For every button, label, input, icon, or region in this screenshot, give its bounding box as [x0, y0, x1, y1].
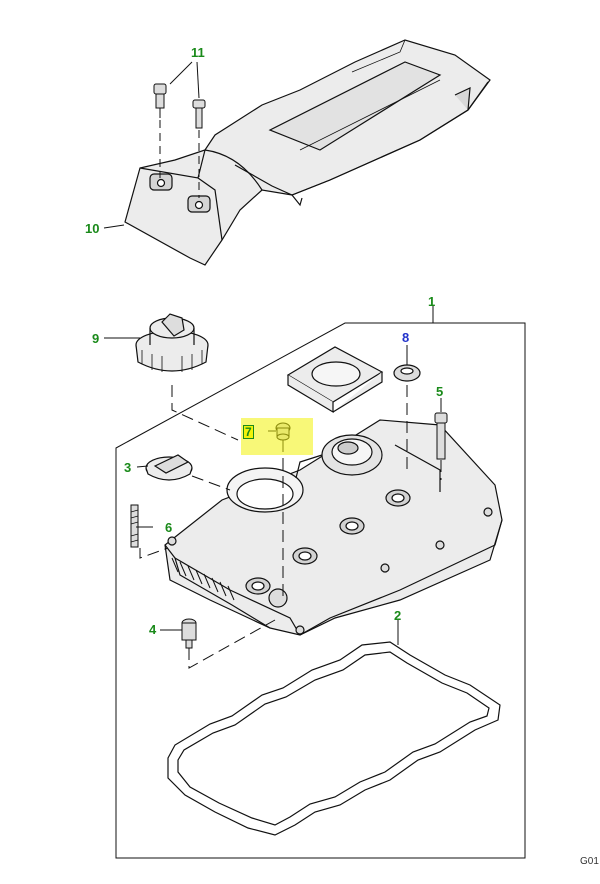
cover-bolt — [434, 412, 448, 460]
cover-gasket — [167, 641, 501, 836]
leader-lines-top — [103, 61, 200, 229]
callout-10[interactable]: 10 — [85, 221, 100, 236]
breather-pad — [286, 346, 384, 414]
oil-filter-cap — [135, 313, 209, 372]
callout-3[interactable]: 3 — [124, 460, 132, 475]
assembly-boundary — [115, 306, 526, 859]
assembly-centerlines — [139, 385, 442, 669]
callout-6[interactable]: 6 — [165, 520, 173, 535]
double-ended-stud — [130, 504, 139, 548]
callout-4[interactable]: 4 — [149, 622, 157, 637]
callout-7[interactable]: 7 — [243, 425, 254, 439]
engine-acoustic-cover — [124, 39, 491, 266]
callout-5[interactable]: 5 — [436, 384, 444, 399]
seal-washer — [393, 364, 421, 382]
figure-reference: G01 — [580, 856, 599, 867]
camshaft-cover-assembly — [164, 419, 503, 636]
stud-bolt — [181, 618, 197, 649]
oil-filler-cap — [145, 454, 193, 481]
callout-1[interactable]: 1 — [428, 294, 436, 309]
cover-screw — [153, 83, 206, 129]
callout-11[interactable]: 11 — [191, 45, 205, 60]
callout-2[interactable]: 2 — [394, 608, 402, 623]
callout-9[interactable]: 9 — [92, 331, 100, 346]
callout-8[interactable]: 8 — [402, 330, 410, 345]
